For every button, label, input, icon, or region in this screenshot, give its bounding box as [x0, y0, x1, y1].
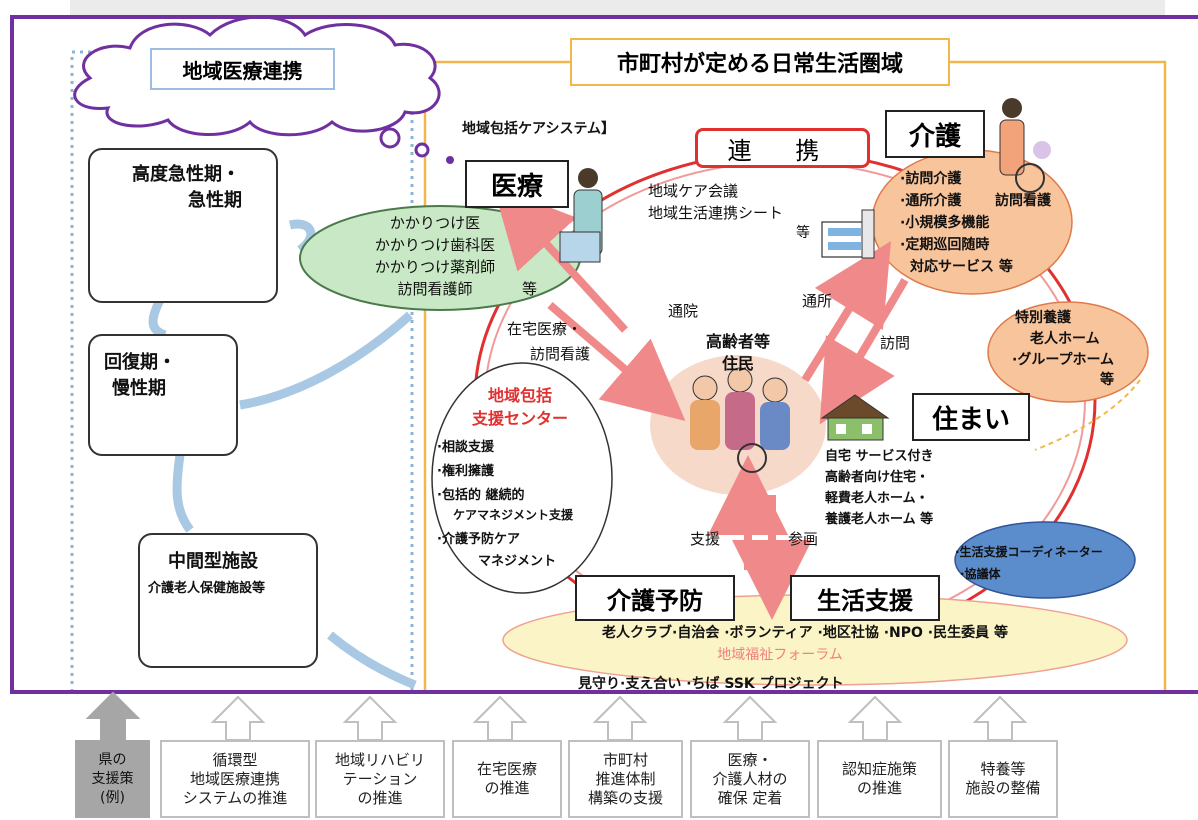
medical-item-2: かかりつけ歯科医 — [374, 236, 496, 254]
care-item-1: ·訪問介護 — [900, 171, 962, 187]
municipal-title: 市町村が定める日常生活圏域 — [570, 38, 950, 86]
house-icon — [820, 394, 890, 441]
arrow-tsusho — [801, 240, 892, 383]
recovery-label-1: 回復期・ — [104, 352, 176, 373]
support-item-3: ·包括的 継続的 — [437, 488, 525, 503]
housing-title: 住まい — [912, 393, 1030, 441]
label-homon: 訪問 — [880, 334, 911, 352]
policy-box-4: 在宅医療 の推進 — [452, 740, 562, 818]
renkei-etc: 等 — [796, 225, 810, 241]
care-item-2: ·通所介護 — [900, 193, 962, 209]
label-tsusho: 通所 — [802, 292, 833, 310]
thought-cloud — [73, 15, 454, 164]
medical-etc: 等 — [522, 280, 538, 298]
support-item-5: ·介護予防ケア — [437, 532, 520, 547]
arrow-tsuin — [493, 185, 628, 333]
support-item-4: ケアマネジメント支援 — [453, 508, 574, 522]
medical-item-4: 訪問看護師 — [397, 280, 473, 298]
coordinator-item-2: ·協議体 — [960, 567, 1001, 581]
doctor-figure-icon — [559, 168, 603, 263]
care-system-label: 地域包括ケアシステム】 — [462, 121, 616, 137]
housing-item-1: 自宅 サービス付き — [825, 449, 934, 464]
coordinator-item-1: ·生活支援コーディネーター — [955, 545, 1103, 559]
flow-arrow-intermediate-home — [327, 631, 417, 690]
arrow-home-medical — [547, 301, 686, 422]
intermediate-panel: 中間型施設 介護老人保健施設等 — [138, 533, 318, 668]
special-etc: 等 — [1100, 372, 1114, 388]
renkei-item-2: 地域生活連携シート — [648, 204, 784, 222]
care-item-4: ·定期巡回随時 — [900, 237, 990, 253]
life-support-title: 生活支援 — [790, 575, 940, 621]
project-label: 見守り·支え合い ·ちば SSK プロジェクト — [578, 676, 844, 692]
policy-box-7: 認知症施策 の推進 — [817, 740, 942, 818]
residents-label-1: 高齢者等 — [705, 332, 770, 351]
caregiver-figure-icon — [999, 98, 1051, 193]
special-item-1: 特別養護 — [1015, 310, 1071, 326]
recovery-panel: 回復期・ 慢性期 — [88, 334, 238, 456]
label-shien: 支援 — [690, 530, 721, 548]
residents-group-icon — [690, 367, 790, 473]
care-item-5: 対応サービス 等 — [910, 259, 1013, 275]
regional-medical-title: 地域医療連携 — [150, 48, 335, 90]
renkei-box: 連 携 — [695, 128, 870, 168]
medical-item-3: かかりつけ薬剤師 — [374, 258, 496, 276]
arrow-homon — [819, 277, 909, 425]
flow-arrow-recovery-intermediate — [172, 454, 194, 533]
policy-arrows — [85, 691, 1028, 741]
housing-item-4: 養護老人ホーム 等 — [825, 512, 934, 527]
care-facility-icon — [821, 209, 875, 259]
policy-box-5: 市町村 推進体制 構築の支援 — [568, 740, 683, 818]
renkei-item-1: 地域ケア会議 — [648, 182, 739, 200]
label-sankaku: 参画 — [788, 530, 819, 548]
flow-arrow-recovery-medical — [239, 311, 414, 410]
residents-label-2: 住民 — [721, 354, 754, 373]
intermediate-label-2: 介護老人保健施設等 — [148, 581, 266, 596]
support-center-title-2: 支援センター — [471, 409, 568, 428]
flow-arrow-acute-recovery — [148, 297, 167, 340]
acute-panel: 高度急性期・ 急性期 — [88, 148, 278, 303]
medical-title: 医療 — [465, 160, 569, 208]
support-center-ellipse — [431, 362, 613, 594]
acute-label-1: 高度急性期・ — [132, 164, 240, 185]
coordinator-ellipse — [954, 521, 1136, 599]
support-center-title-1: 地域包括 — [487, 386, 552, 405]
care-title: 介護 — [885, 110, 985, 158]
prevention-title: 介護予防 — [575, 575, 735, 621]
label-home-medical-2: 訪問看護 — [530, 345, 591, 363]
label-home-medical-1: 在宅医療・ — [507, 320, 583, 338]
medical-item-1: かかりつけ医 — [389, 214, 481, 232]
purple-frame — [10, 15, 1198, 694]
support-item-1: ·相談支援 — [437, 440, 494, 455]
housing-item-3: 軽費老人ホーム・ — [825, 491, 929, 506]
special-nursing-connector — [1034, 379, 1141, 451]
support-item-2: ·権利擁護 — [437, 464, 494, 479]
policy-box-3: 地域リハビリ テーション の推進 — [315, 740, 445, 818]
recovery-label-2: 慢性期 — [112, 378, 166, 399]
top-strip — [70, 0, 1165, 15]
policy-box-6: 医療・ 介護人材の 確保 定着 — [690, 740, 810, 818]
community-forum: 地域福祉フォーラム — [717, 647, 843, 663]
care-item-3: ·小規模多機能 — [900, 215, 990, 231]
housing-item-2: 高齢者向け住宅・ — [825, 470, 930, 485]
policy-box-2: 循環型 地域医療連携 システムの推進 — [160, 740, 310, 818]
policy-box-1: 県の 支援策 (例) — [75, 740, 150, 818]
special-item-2: 老人ホーム — [1030, 331, 1100, 347]
support-item-6: マネジメント — [478, 554, 557, 569]
acute-label-2: 急性期 — [188, 190, 242, 211]
special-nursing-ellipse — [987, 301, 1149, 403]
intermediate-label-1: 中間型施設 — [168, 551, 258, 572]
special-item-3: ·グループホーム — [1012, 352, 1115, 368]
policy-box-8: 特養等 施設の整備 — [948, 740, 1058, 818]
label-tsuin: 通院 — [668, 302, 699, 320]
care-extra: 訪問看護 — [995, 193, 1051, 209]
community-groups: 老人クラブ·自治会 ·ボランティア ·地区社協 ·NPO ·民生委員 等 — [602, 625, 1008, 641]
